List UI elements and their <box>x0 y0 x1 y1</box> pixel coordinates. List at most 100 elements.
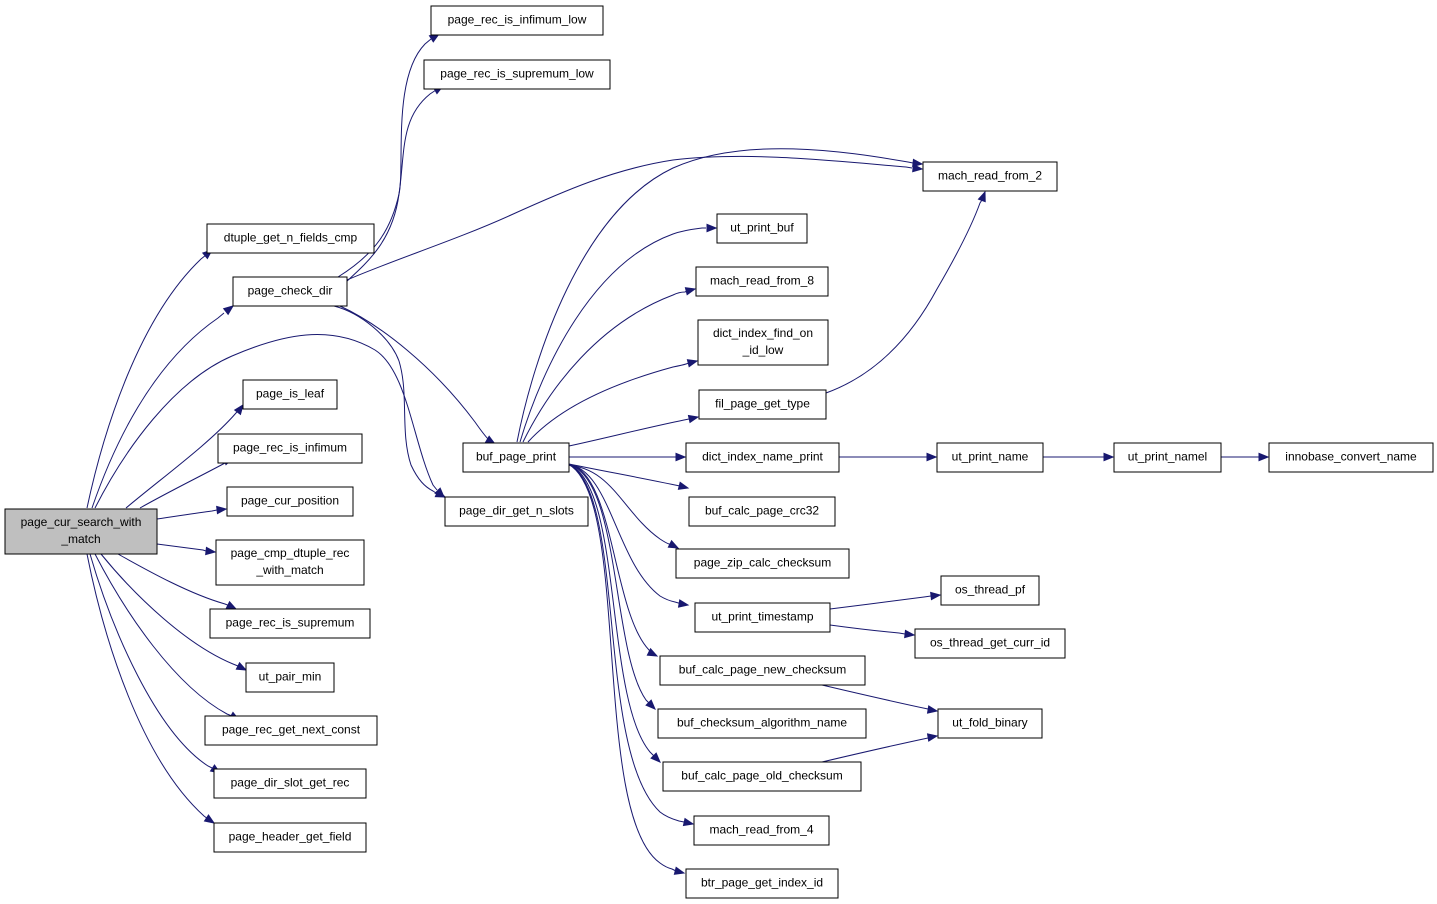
edge-ut_print_timestamp-to-os_thread_pf <box>829 591 942 610</box>
edge-line <box>566 463 683 605</box>
edge-arrowhead <box>904 629 916 639</box>
node-ut_print_namel[interactable]: ut_print_namel <box>1113 442 1222 473</box>
edge-arrowhead <box>682 817 695 827</box>
edge-ut_print_name-to-ut_print_namel <box>1043 452 1115 462</box>
edge-arrowhead <box>686 359 699 368</box>
node-ut_pair_min[interactable]: ut_pair_min <box>245 662 335 693</box>
node-page_cur_search_with_match[interactable]: page_cur_search_with_match <box>4 508 158 555</box>
node-label: ut_print_timestamp <box>711 610 813 624</box>
edge-line <box>516 148 914 443</box>
edge-buf_page_print-to-fil_page_get_type <box>568 414 700 447</box>
node-box <box>423 59 611 90</box>
edge-buf_page_print-to-dict_index_name_print <box>569 452 687 462</box>
edge-buf_page_print-to-page_zip_calc_checksum <box>565 464 680 549</box>
node-page_cur_position[interactable]: page_cur_position <box>226 486 354 517</box>
node-page_zip_calc_checksum[interactable]: page_zip_calc_checksum <box>675 548 850 579</box>
node-buf_checksum_algorithm_name[interactable]: buf_checksum_algorithm_name <box>657 708 867 739</box>
node-mach_read_from_4[interactable]: mach_read_from_4 <box>693 815 830 846</box>
node-dict_index_find_on_id_low[interactable]: dict_index_find_on_id_low <box>697 319 829 366</box>
node-page_dir_get_n_slots[interactable]: page_dir_get_n_slots <box>444 496 589 527</box>
node-os_thread_pf[interactable]: os_thread_pf <box>940 575 1040 606</box>
edge-buf_page_print-to-buf_calc_page_crc32 <box>568 463 690 490</box>
node-label: page_cur_search_with <box>21 515 142 529</box>
node-box <box>685 442 840 473</box>
node-label: ut_print_buf <box>730 221 794 235</box>
edge-arrowhead <box>650 752 661 763</box>
node-btr_page_get_index_id[interactable]: btr_page_get_index_id <box>685 868 839 899</box>
node-ut_fold_binary[interactable]: ut_fold_binary <box>937 708 1043 739</box>
node-buf_calc_page_crc32[interactable]: buf_calc_page_crc32 <box>688 496 836 527</box>
edge-line <box>519 227 706 443</box>
node-box <box>657 708 867 739</box>
node-ut_print_timestamp[interactable]: ut_print_timestamp <box>694 602 831 633</box>
node-box <box>688 496 836 527</box>
node-page_dir_slot_get_rec[interactable]: page_dir_slot_get_rec <box>213 768 367 799</box>
node-page_rec_is_infimum_low[interactable]: page_rec_is_infimum_low <box>430 5 604 36</box>
node-label: buf_calc_page_old_checksum <box>681 769 842 783</box>
edge-buf_page_print-to-buf_checksum_algorithm_name <box>567 463 656 710</box>
node-page_rec_get_next_const[interactable]: page_rec_get_next_const <box>204 715 378 746</box>
node-buf_calc_page_new_checksum[interactable]: buf_calc_page_new_checksum <box>659 655 866 686</box>
node-dtuple_get_n_fields_cmp[interactable]: dtuple_get_n_fields_cmp <box>206 223 375 254</box>
node-ut_print_name[interactable]: ut_print_name <box>936 442 1044 473</box>
node-page_rec_is_supremum[interactable]: page_rec_is_supremum <box>209 608 371 639</box>
edge-line <box>568 418 690 447</box>
node-label: page_rec_is_infimum_low <box>448 13 587 27</box>
node-buf_page_print[interactable]: buf_page_print <box>462 442 570 473</box>
node-label: buf_page_print <box>476 450 557 464</box>
edge-page_check_dir-to-buf_page_print <box>339 305 497 445</box>
node-box <box>685 868 839 899</box>
edge-fil_page_get_type-to-mach_read_from_2 <box>825 190 986 394</box>
edge-arrowhead <box>677 599 690 608</box>
node-mach_read_from_2[interactable]: mach_read_from_2 <box>922 161 1058 192</box>
edge-line <box>94 553 233 717</box>
edge-buf_page_print-to-mach_read_from_4 <box>567 463 695 827</box>
node-fil_page_get_type[interactable]: fil_page_get_type <box>698 389 827 420</box>
node-buf_calc_page_old_checksum[interactable]: buf_calc_page_old_checksum <box>662 761 862 792</box>
edge-line <box>345 89 437 283</box>
node-page_header_get_field[interactable]: page_header_get_field <box>213 822 367 853</box>
edge-arrowhead <box>926 705 939 714</box>
node-os_thread_get_curr_id[interactable]: os_thread_get_curr_id <box>914 628 1066 659</box>
edge-line <box>567 463 651 705</box>
node-layer: page_cur_search_with_match dtuple_get_n_f… <box>4 5 1434 899</box>
node-box <box>662 761 862 792</box>
edge-line <box>522 290 688 443</box>
node-ut_print_buf[interactable]: ut_print_buf <box>716 213 808 244</box>
edge-page_check_dir-to-mach_read_from_2 <box>346 155 924 281</box>
edge-arrowhead <box>645 699 656 710</box>
edge-arrowhead <box>677 481 690 490</box>
edge-line <box>91 312 225 509</box>
edge-line <box>567 463 655 757</box>
node-box <box>444 496 589 527</box>
node-box <box>217 433 363 464</box>
node-dict_index_name_print[interactable]: dict_index_name_print <box>685 442 840 473</box>
node-box <box>695 266 829 297</box>
node-box <box>213 768 367 799</box>
node-innobase_convert_name[interactable]: innobase_convert_name <box>1268 442 1434 473</box>
edge-buf_page_print-to-mach_read_from_2 <box>516 148 924 443</box>
node-page_check_dir[interactable]: page_check_dir <box>232 276 348 307</box>
edge-page_cur_search_with_match-to-page_cur_position <box>156 505 228 520</box>
node-box <box>693 815 830 846</box>
node-page_rec_is_infimum[interactable]: page_rec_is_infimum <box>217 433 363 464</box>
edge-line <box>567 463 685 823</box>
edge-line <box>567 463 677 872</box>
edge-page_cur_search_with_match-to-page_is_leaf <box>125 403 244 509</box>
node-label: page_is_leaf <box>256 387 325 401</box>
node-label: _with_match <box>255 563 323 577</box>
node-box <box>226 486 354 517</box>
node-box <box>937 708 1043 739</box>
node-page_rec_is_supremum_low[interactable]: page_rec_is_supremum_low <box>423 59 611 90</box>
node-label: mach_read_from_8 <box>710 274 814 288</box>
edge-line <box>156 509 218 520</box>
node-page_is_leaf[interactable]: page_is_leaf <box>242 379 338 410</box>
edge-arrowhead <box>222 305 235 316</box>
edge-line <box>339 305 491 442</box>
node-page_cmp_dtuple_rec_with_match[interactable]: page_cmp_dtuple_rec_with_match <box>215 539 365 586</box>
node-label: mach_read_from_4 <box>709 823 813 837</box>
edge-line <box>156 543 207 552</box>
node-label: buf_calc_page_crc32 <box>705 504 819 518</box>
node-mach_read_from_8[interactable]: mach_read_from_8 <box>695 266 829 297</box>
